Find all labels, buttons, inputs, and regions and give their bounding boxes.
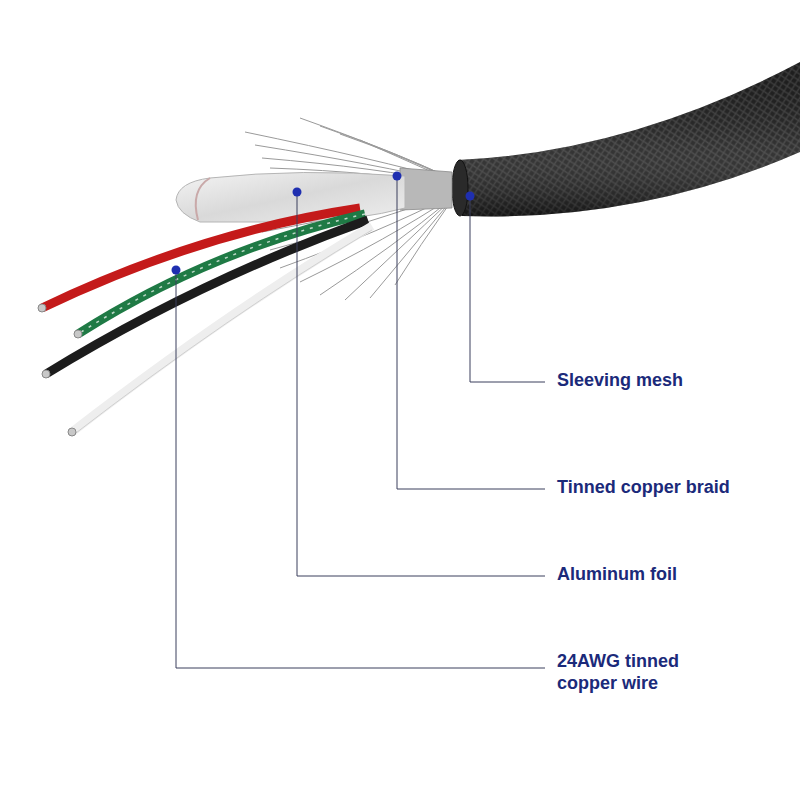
callout-dots xyxy=(172,172,475,275)
sleeving-mesh-jacket xyxy=(452,62,800,216)
part-label: Sleeving mesh xyxy=(557,369,777,391)
part-label: Tinned copper braid xyxy=(557,476,787,498)
part-label: 24AWG tinned copper wire xyxy=(557,650,697,694)
leader-lines xyxy=(176,176,545,668)
insulated-wires xyxy=(38,208,372,436)
aluminum-foil-wrap xyxy=(176,172,405,222)
part-label: Aluminum foil xyxy=(557,563,777,585)
braid-sleeve xyxy=(400,168,452,210)
